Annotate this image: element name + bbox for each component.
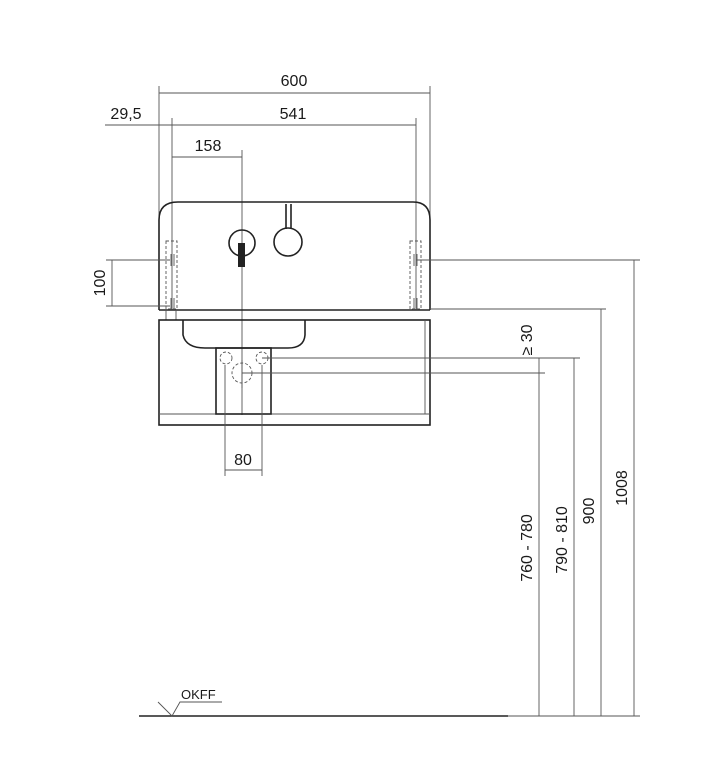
inner-width-label: 541 <box>280 106 307 123</box>
bracket-height-label: 100 <box>92 270 109 297</box>
floor-label: OKFF <box>181 687 216 702</box>
dimension-overall-width: 600 <box>158 73 431 310</box>
dimension-inner-width: 541 29,5 <box>105 106 417 310</box>
washbasin-bowl <box>182 320 306 349</box>
tap-icon <box>228 229 256 267</box>
dimension-tap-offset: 158 <box>172 138 243 415</box>
height-900-label: 900 <box>581 498 598 525</box>
height-1008-label: 1008 <box>614 470 631 506</box>
height-790-810-label: 790 - 810 <box>554 506 571 574</box>
floor-line: OKFF <box>139 687 640 717</box>
dimension-waste-width: 80 <box>224 365 263 476</box>
dimension-heights: 1008 900 790 - 810 760 - 780 ≥ 30 <box>242 259 640 716</box>
bracket-left <box>165 240 178 310</box>
tap-offset-label: 158 <box>195 138 222 155</box>
side-offset-label: 29,5 <box>110 106 141 123</box>
cabinet <box>158 319 431 426</box>
handle-ring-icon <box>273 204 303 257</box>
waste-trap <box>215 347 272 415</box>
washbasin-backsplash <box>158 201 431 321</box>
bracket-right <box>409 240 422 310</box>
overall-width-label: 600 <box>281 73 308 90</box>
clearance-label: ≥ 30 <box>519 324 536 355</box>
waste-width-label: 80 <box>234 452 252 469</box>
height-760-780-label: 760 - 780 <box>519 514 536 582</box>
dimension-bracket-height: 100 <box>92 259 170 307</box>
